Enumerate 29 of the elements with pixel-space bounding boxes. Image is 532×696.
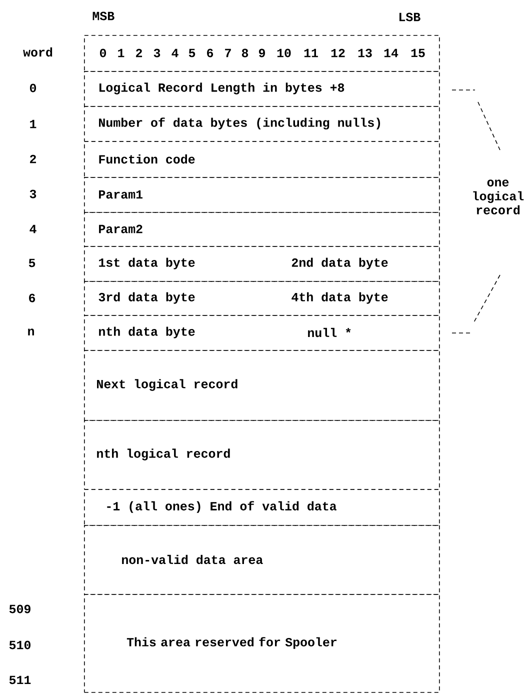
column-heading: MSB xyxy=(92,12,114,20)
table-row: Next logical record xyxy=(84,350,440,421)
word-number: 5 xyxy=(28,258,36,268)
column-heading: LSB xyxy=(399,12,420,22)
table-row: Param2 xyxy=(84,212,440,247)
table-row: This area reserved for Spooler xyxy=(84,594,440,693)
table-row: 3rd data byte 4th data byte xyxy=(84,281,440,316)
word-number: 6 xyxy=(29,294,36,302)
word-number: 2 xyxy=(30,154,36,164)
bracket-label: one logical record xyxy=(473,180,524,214)
table-row: nth data byte null * xyxy=(84,315,440,351)
table-row: non-valid data area xyxy=(84,525,440,595)
word-number: 509 xyxy=(9,604,30,614)
word-number: 4 xyxy=(30,224,36,234)
word-number: 3 xyxy=(30,190,36,198)
word-number: 511 xyxy=(9,676,31,684)
table-row: nth logical record xyxy=(84,420,440,490)
table-row: Logical Record Length in bytes +8 xyxy=(84,71,440,107)
table-row: Number of data bytes (including nulls) xyxy=(84,106,440,142)
column-heading: word xyxy=(23,47,52,57)
table-row: Param1 xyxy=(84,177,440,213)
word-number: 1 xyxy=(30,120,36,128)
table-row: 0 1 2 3 4 5 6 7 8 9 10 11 12 13 14 15 xyxy=(84,35,440,72)
table-row: Function code xyxy=(84,141,440,178)
table-row: -1 (all ones) End of valid data xyxy=(84,489,440,526)
word-number: 510 xyxy=(9,640,30,650)
word-number: 0 xyxy=(30,84,36,92)
table-row: 1st data byte 2nd data byte xyxy=(84,246,440,282)
word-number: n xyxy=(28,328,34,336)
